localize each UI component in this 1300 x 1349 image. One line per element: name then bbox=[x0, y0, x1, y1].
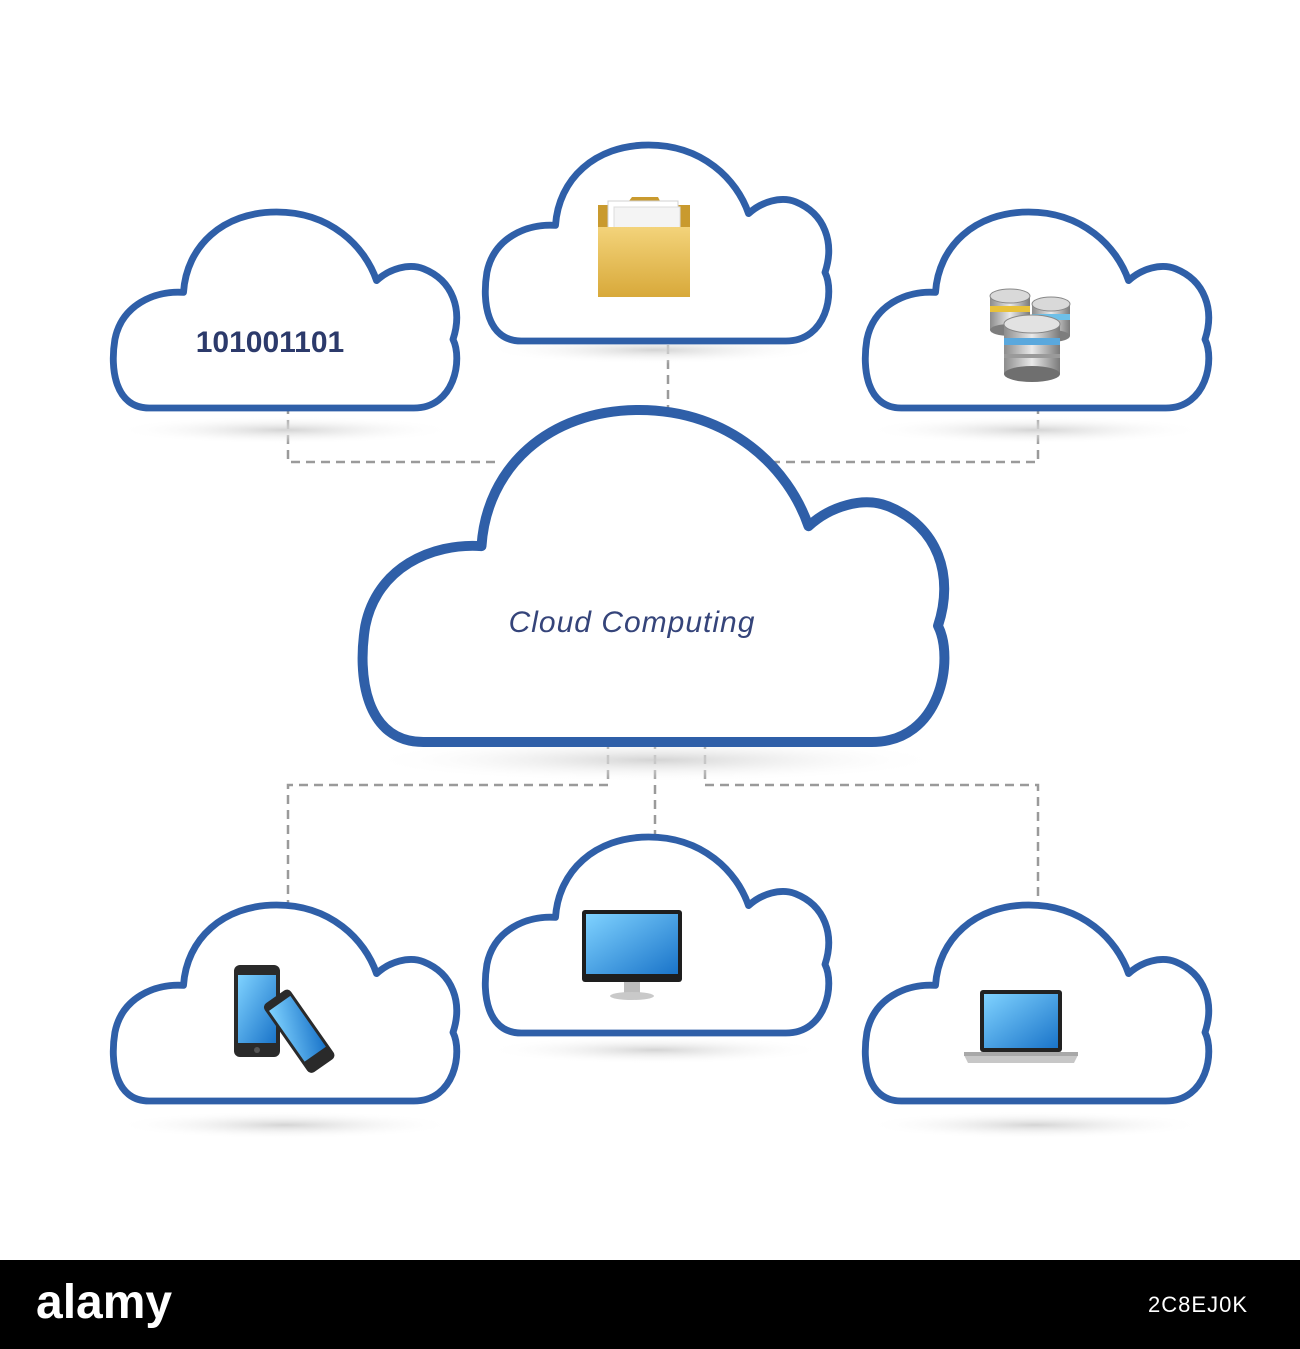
laptop-icon bbox=[964, 990, 1078, 1063]
image-id: 2C8EJ0K bbox=[1148, 1292, 1248, 1317]
binary-text: 101001101 bbox=[196, 326, 345, 359]
cloud-folder bbox=[485, 145, 829, 364]
central-label: Cloud Computing bbox=[509, 606, 756, 639]
alamy-logo: alamy bbox=[36, 1276, 172, 1329]
cloud-shape bbox=[113, 212, 457, 408]
cloud-shadow bbox=[365, 738, 945, 782]
cloud-center: Cloud Computing bbox=[363, 410, 945, 782]
smartphone-icon bbox=[234, 965, 335, 1073]
cloud-shadow bbox=[115, 1111, 455, 1139]
alamy-logo-text: alamy bbox=[36, 1276, 172, 1329]
cloud-shadow bbox=[115, 416, 455, 444]
cloud-smartphones bbox=[113, 905, 457, 1139]
cloud-shadow bbox=[865, 416, 1205, 444]
cloud-shadow bbox=[485, 1036, 825, 1064]
cloud-monitor bbox=[485, 837, 829, 1064]
cloud-computing-diagram: 101001101 bbox=[0, 0, 1300, 1139]
folder-icon bbox=[598, 197, 690, 297]
cloud-laptop bbox=[865, 905, 1209, 1139]
cloud-shadow bbox=[865, 1111, 1205, 1139]
stock-footer-bar: alamy 2C8EJ0K bbox=[0, 1260, 1300, 1349]
database-icon bbox=[989, 288, 1071, 382]
cloud-shape bbox=[363, 410, 945, 742]
cloud-binary: 101001101 bbox=[113, 212, 457, 444]
cloud-database bbox=[865, 212, 1209, 444]
monitor-icon bbox=[582, 910, 682, 1000]
